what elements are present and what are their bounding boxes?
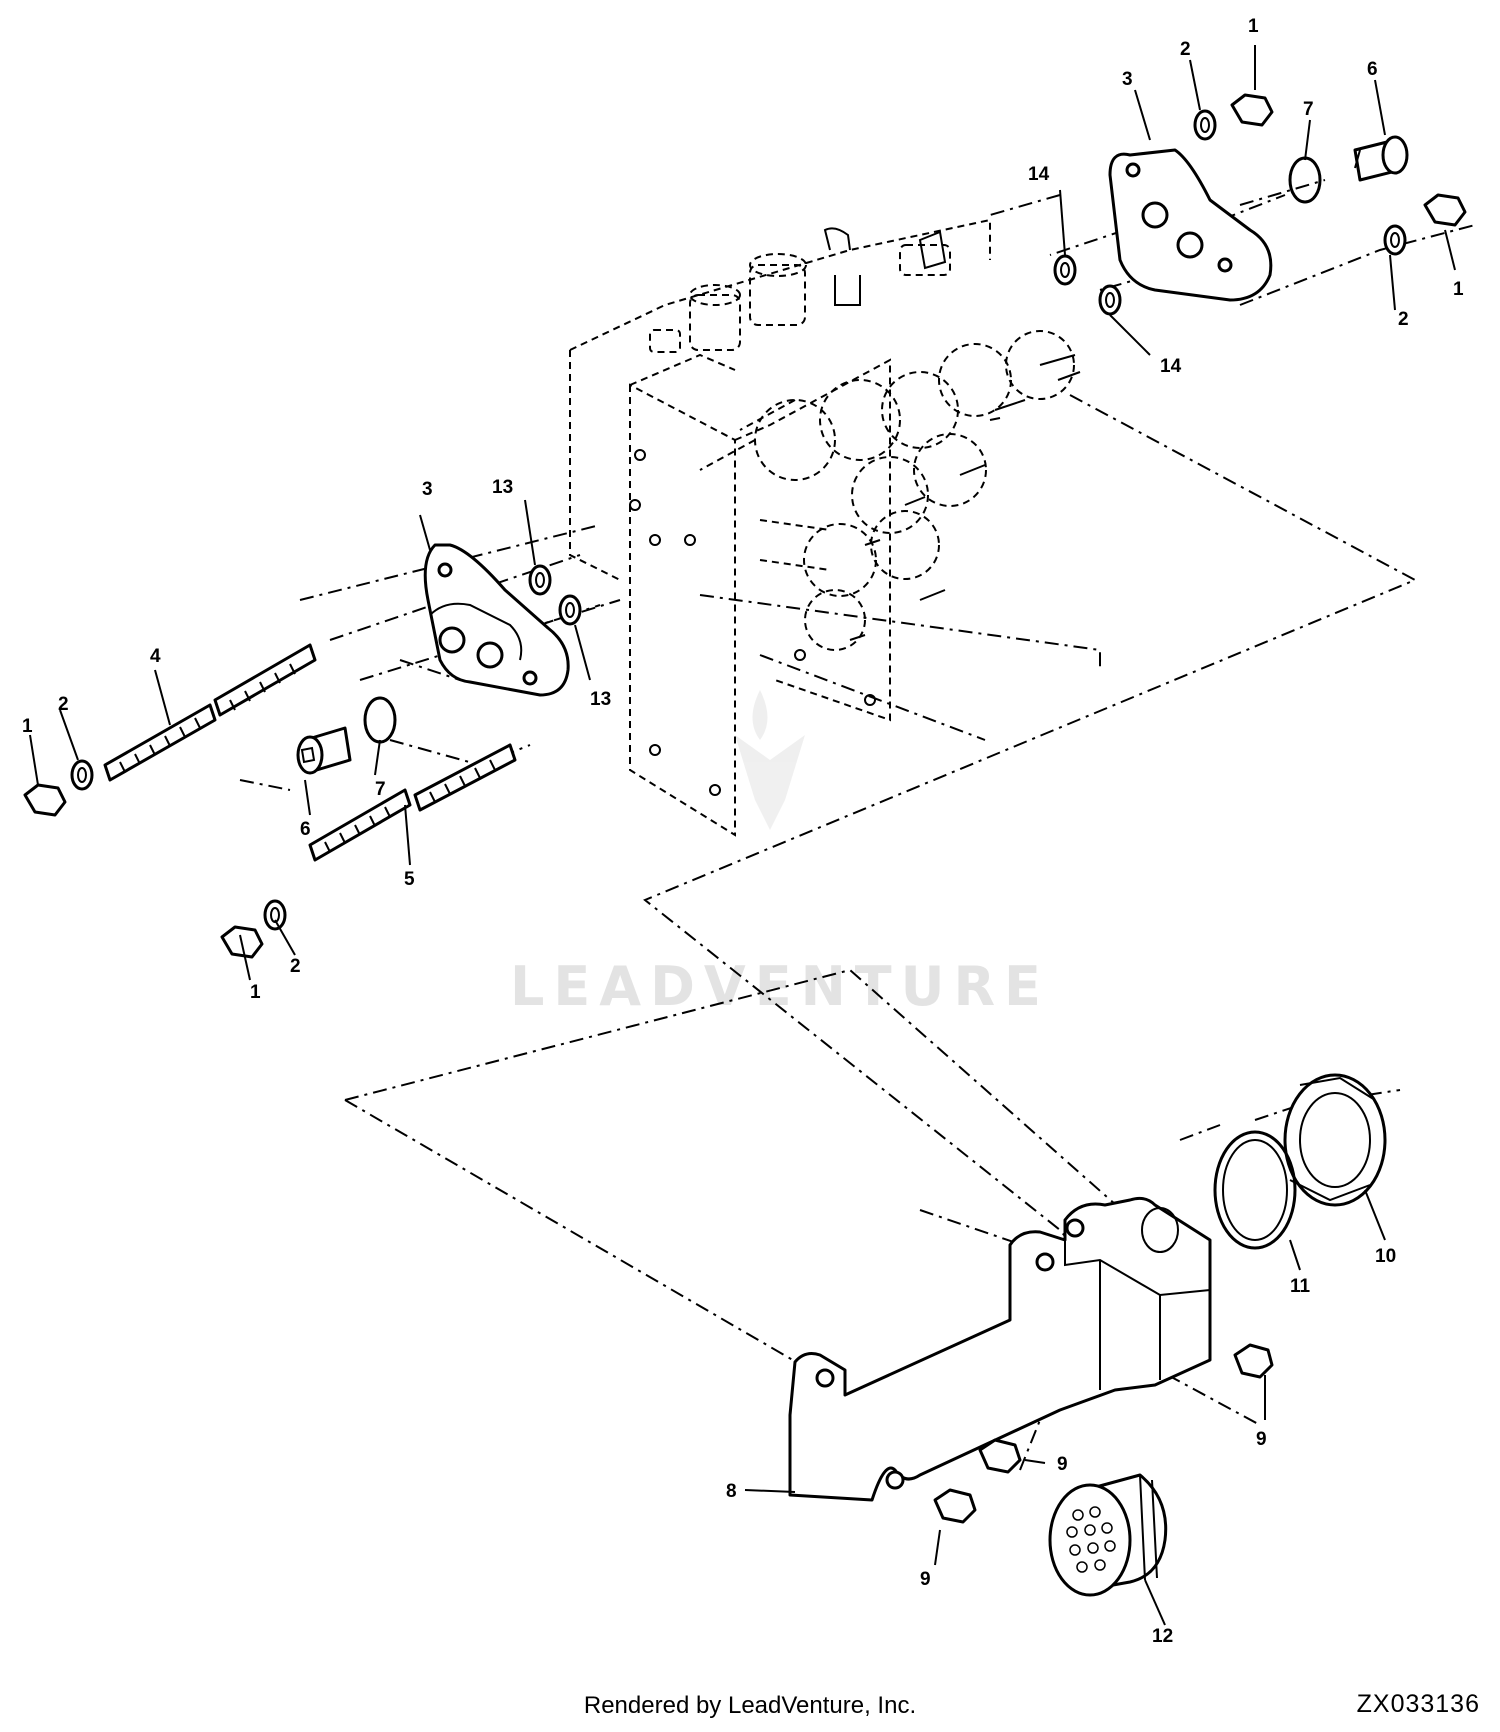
callout-8: 8 — [726, 1481, 737, 1502]
callout-2-left: 2 — [58, 694, 69, 715]
callout-labels: 1 2 3 6 7 1 2 14 14 3 13 13 4 2 1 7 6 5 … — [22, 16, 1464, 1647]
callout-13-upper: 13 — [492, 477, 513, 498]
callout-9-right: 9 — [1057, 1454, 1068, 1475]
watermark-logo-icon — [735, 690, 805, 830]
lock-washer — [1193, 109, 1407, 256]
callout-9-left: 9 — [920, 1569, 931, 1590]
lock-washer — [70, 759, 287, 931]
o-ring — [363, 696, 397, 744]
callout-2-top: 2 — [1180, 39, 1191, 60]
connector — [1048, 1473, 1168, 1597]
callout-3-left: 3 — [422, 479, 433, 500]
o-ring — [1288, 156, 1322, 204]
callout-14-lower: 14 — [1160, 356, 1182, 377]
mounting-bracket — [788, 1196, 1212, 1502]
flange-left — [423, 543, 570, 697]
callout-6-upper: 6 — [1367, 59, 1378, 80]
callout-1-bottom: 1 — [250, 982, 261, 1003]
callout-leaders — [29, 45, 1456, 1626]
callout-3-upper: 3 — [1122, 69, 1133, 90]
callout-6-left: 6 — [300, 819, 311, 840]
watermark-text: LEADVENTURE — [510, 955, 1050, 1018]
callout-12: 12 — [1152, 1626, 1173, 1647]
render-credit: Rendered by LeadVenture, Inc. — [583, 1692, 917, 1719]
callout-1-right: 1 — [1453, 279, 1464, 300]
callout-1-left: 1 — [22, 716, 33, 737]
plug-fitting — [1353, 135, 1409, 182]
callout-11: 11 — [1290, 1276, 1311, 1297]
callout-2-bottom: 2 — [290, 956, 301, 977]
callout-4: 4 — [150, 646, 161, 667]
flange-nut — [933, 1343, 1274, 1524]
callout-2-right: 2 — [1398, 309, 1409, 330]
hex-nut — [23, 783, 264, 959]
hex-nut — [1230, 93, 1467, 227]
callout-7-left: 7 — [375, 779, 386, 800]
valve-body — [569, 218, 1081, 837]
callout-14-upper: 14 — [1028, 164, 1050, 185]
plug-fitting — [296, 726, 352, 775]
jam-nut — [1283, 1073, 1387, 1207]
callout-1-top: 1 — [1248, 16, 1259, 37]
diagram-code: ZX033136 — [1356, 1690, 1480, 1718]
retaining-ring — [1213, 1130, 1297, 1250]
seal-ring — [528, 254, 1122, 626]
callout-9-upper: 9 — [1256, 1429, 1267, 1450]
stud — [103, 643, 517, 862]
flange-upper — [1108, 148, 1273, 302]
callout-7-upper: 7 — [1303, 99, 1314, 120]
callout-10: 10 — [1375, 1246, 1396, 1267]
callout-13-lower: 13 — [590, 689, 611, 710]
callout-5: 5 — [404, 869, 415, 890]
